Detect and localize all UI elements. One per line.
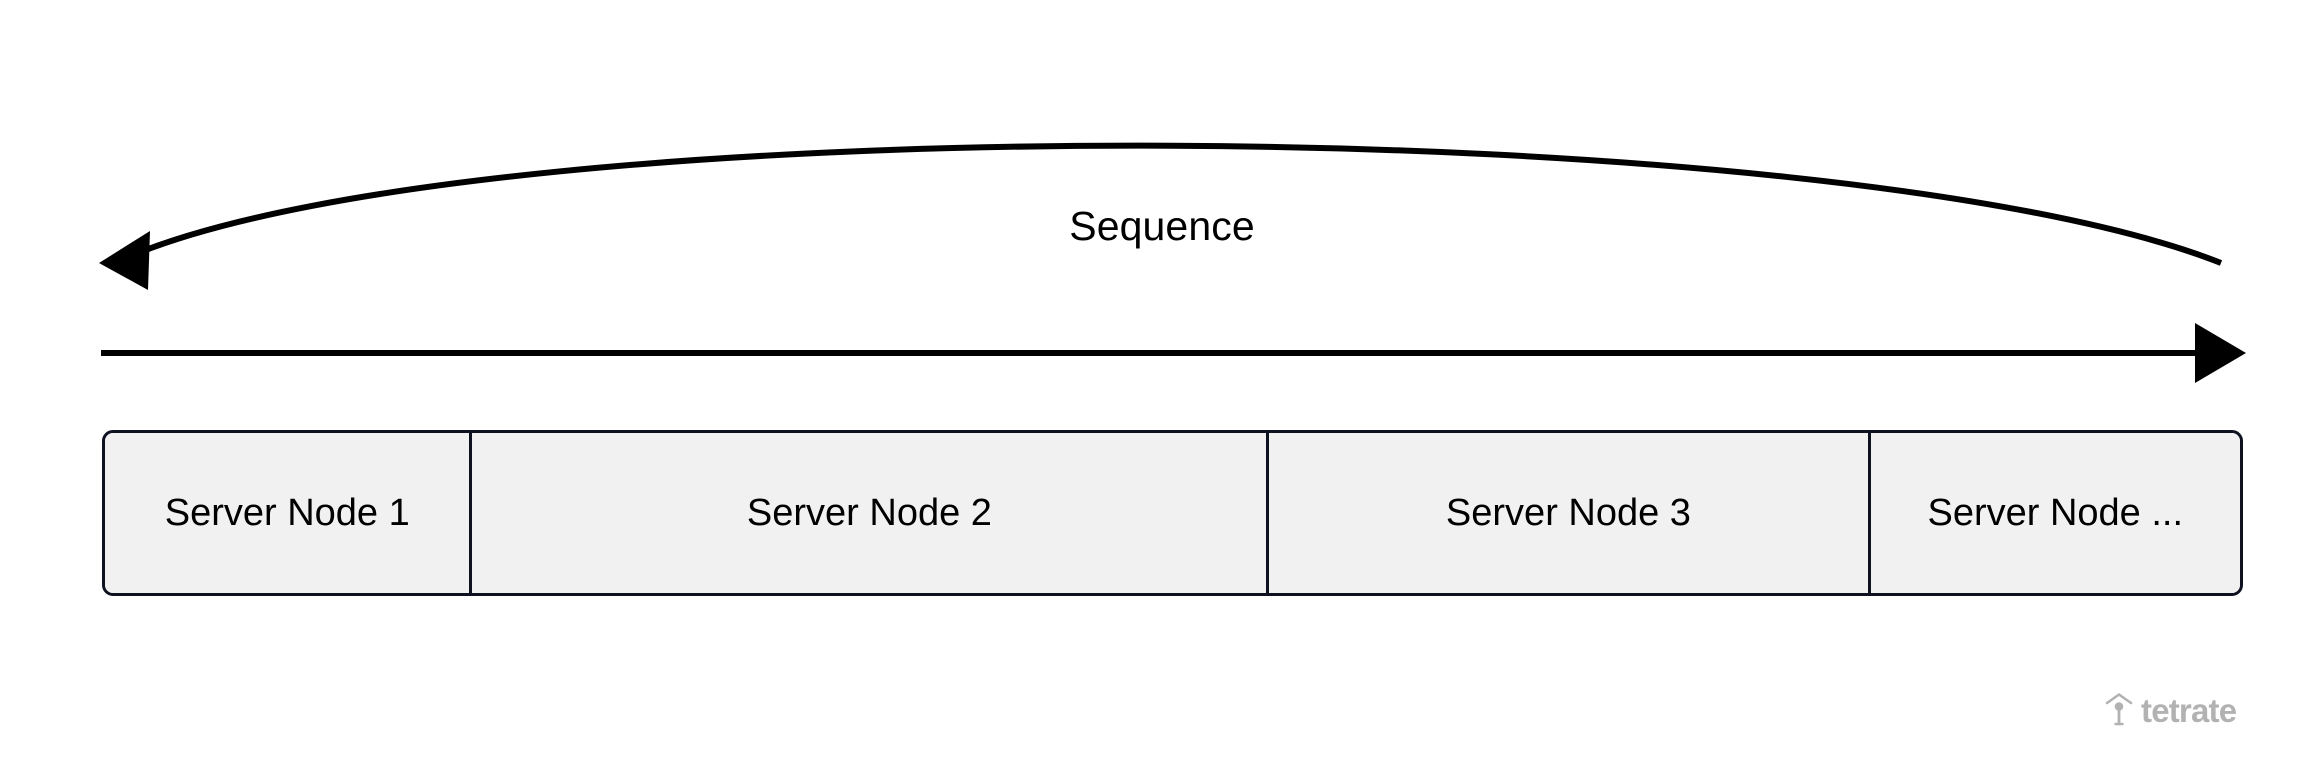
tetrate-logo: tetrate bbox=[2104, 686, 2237, 734]
server-node-cell-overflow[interactable]: Server Node ... bbox=[1870, 433, 2240, 593]
curved-sequence-arrow bbox=[99, 142, 2223, 290]
straight-arrow-head-right bbox=[2195, 323, 2246, 383]
curved-arrow-head-left bbox=[99, 231, 150, 290]
straight-sequence-arrow bbox=[101, 323, 2246, 383]
curved-arrow-shaft bbox=[131, 142, 2223, 266]
server-node-cell-2[interactable]: Server Node 2 bbox=[472, 433, 1270, 593]
server-node-cell-3[interactable]: Server Node 3 bbox=[1269, 433, 1871, 593]
sequence-label: Sequence bbox=[1069, 203, 1255, 249]
server-node-label-3: Server Node 3 bbox=[1445, 492, 1691, 534]
server-node-label-overflow: Server Node ... bbox=[1927, 492, 2184, 534]
server-node-strip: Server Node 1 Server Node 2 Server Node … bbox=[102, 430, 2243, 596]
server-node-label-2: Server Node 2 bbox=[746, 492, 992, 534]
server-node-label-1: Server Node 1 bbox=[164, 492, 410, 534]
server-node-cell-1[interactable]: Server Node 1 bbox=[105, 433, 473, 593]
tetrate-arrow-mark bbox=[2105, 693, 2133, 726]
tetrate-wordmark: tetrate bbox=[2141, 691, 2237, 729]
